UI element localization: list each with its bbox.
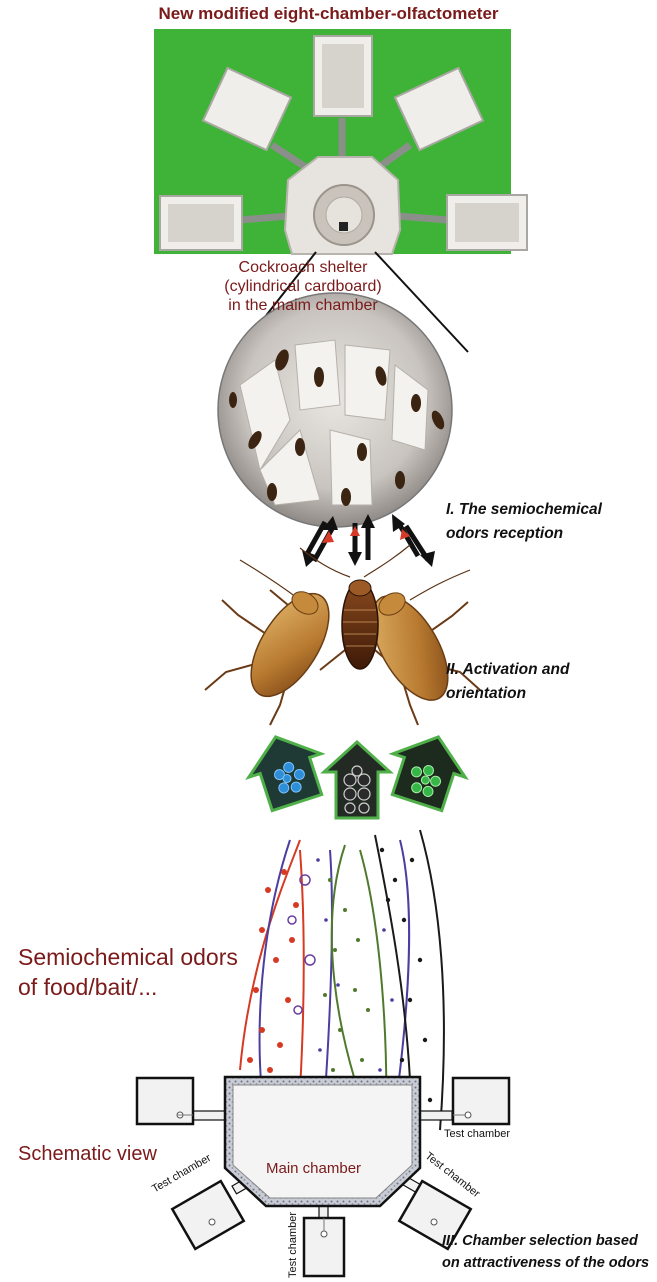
stage-3-line-1: III. Chamber selection based [442,1230,649,1252]
test-chamber-label-bottom: Test chamber [287,1212,299,1278]
test-chamber-lower-left [172,1181,243,1249]
odors-label: Semiochemical odors of food/bait/... [18,942,238,1002]
stage-3-line-2: on attractiveness of the odors [442,1252,649,1274]
odors-label-line-1: Semiochemical odors [18,942,238,972]
shelter-label-line-2: (cylindrical cardboard) [188,277,418,296]
test-chamber-label-right: Test chamber [444,1128,510,1140]
shelter-label: Cockroach shelter (cylindrical cardboard… [188,258,418,315]
main-chamber-label: Main chamber [266,1160,361,1177]
schematic-title: Schematic view [18,1143,157,1166]
stage-3-label: III. Chamber selection based on attracti… [442,1230,649,1274]
stage-2-line-1: II. Activation and [446,658,569,682]
stage-1-line-2: odors reception [446,522,602,546]
stage-2-label: II. Activation and orientation [446,658,569,706]
olfactometer-photo [154,29,527,254]
shelter-label-line-1: Cockroach shelter [188,258,418,277]
stage-1-label: I. The semiochemical odors reception [446,498,602,546]
shelter-closeup-photo [218,293,452,527]
odors-label-line-2: of food/bait/... [18,972,238,1002]
test-chamber-left [137,1078,193,1124]
test-chamber-right [453,1078,509,1124]
shelter-label-line-3: in the maim chamber [188,296,418,315]
molecule-arrows [239,725,474,818]
stage-1-line-1: I. The semiochemical [446,498,602,522]
stage-2-line-2: orientation [446,682,569,706]
cockroaches-illustration [205,545,480,725]
